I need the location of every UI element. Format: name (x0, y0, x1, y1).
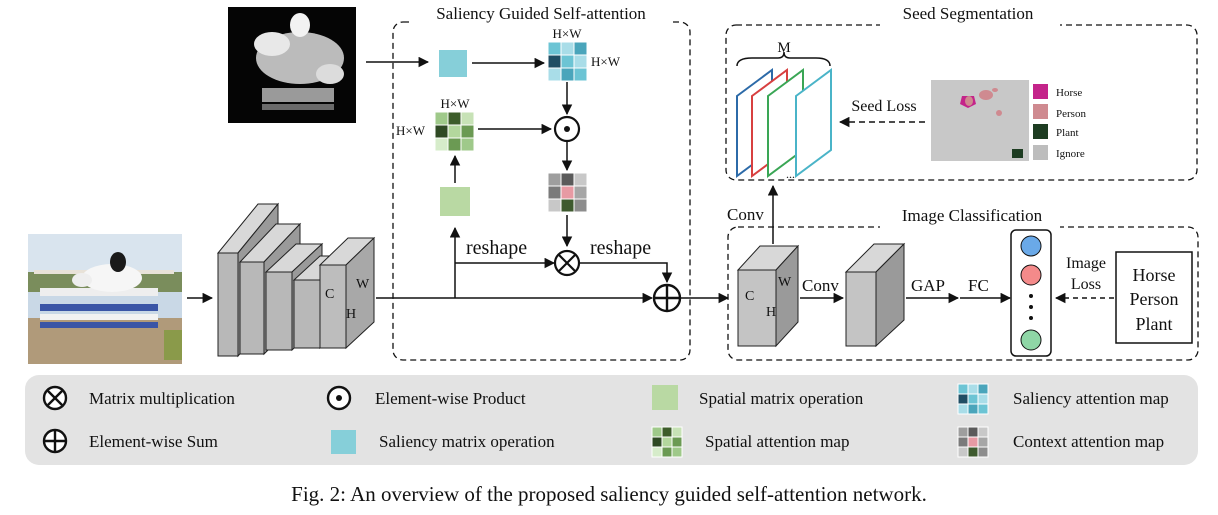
legend-label-elem-product: Element-wise Product (375, 389, 526, 408)
seed-map-image (931, 80, 1029, 161)
cls-dim-w: W (778, 275, 792, 290)
legend-odot-icon (326, 385, 352, 411)
image-loss-label-1: Image (1066, 255, 1106, 272)
legend-saliency-op-icon (331, 430, 356, 454)
seg-legend-swatch-person (1033, 104, 1048, 119)
legend-label-spatial-map: Spatial attention map (705, 432, 849, 451)
fc-label: FC (968, 276, 989, 295)
conv-label-seed: Conv (727, 205, 764, 224)
spatial-matrix-op (440, 187, 470, 216)
gap-label: GAP (911, 276, 945, 295)
hw-label-spatial-top: H×W (441, 96, 471, 111)
m-brace (736, 51, 831, 67)
seg-legend-ignore: Ignore (1056, 148, 1085, 160)
legend-label-spatial-op: Spatial matrix operation (699, 389, 864, 408)
backbone-network (216, 202, 376, 358)
reshape-label-right: reshape (590, 237, 651, 259)
seg-legend-person: Person (1056, 108, 1086, 120)
feature-map-ellipsis: ... (786, 167, 795, 181)
feature-maps (736, 68, 832, 178)
dim-w-label: W (356, 277, 370, 292)
saliency-matrix-op (439, 50, 467, 77)
legend-saliency-map-icon (957, 383, 989, 415)
m-label: M (777, 40, 790, 56)
hw-label-saliency-right: H×W (591, 54, 621, 69)
attention-module-title: Saliency Guided Self-attention (436, 4, 646, 23)
saliency-attention-map (547, 41, 588, 82)
legend-otimes-icon (42, 385, 68, 411)
cls-dim-h: H (766, 305, 776, 320)
legend-spatial-map-icon (651, 426, 683, 458)
dim-c-label: C (325, 287, 334, 302)
image-loss-label-2: Loss (1071, 276, 1101, 293)
legend-spatial-op-icon (652, 385, 678, 410)
seed-loss-label: Seed Loss (851, 98, 916, 115)
legend-oplus-icon (42, 428, 68, 454)
legend-context-map-icon (957, 426, 989, 458)
saliency-image (228, 7, 356, 123)
seg-legend-swatch-ignore (1033, 145, 1048, 160)
reshape-label-left: reshape (466, 237, 527, 259)
feature-block (736, 244, 800, 348)
seg-legend-swatch-plant (1033, 124, 1048, 139)
legend-panel (25, 375, 1198, 465)
legend-label-context-map: Context attention map (1013, 432, 1164, 451)
dim-h-label: H (346, 307, 356, 322)
class-label-person: Person (1130, 289, 1179, 309)
class-label-plant: Plant (1135, 314, 1172, 334)
conv-block (844, 242, 906, 348)
seg-legend-plant: Plant (1056, 127, 1079, 139)
hw-label-spatial-left: H×W (396, 123, 426, 138)
legend-label-elem-sum: Element-wise Sum (89, 432, 218, 451)
seg-legend: Horse Person Plant Ignore (1033, 84, 1086, 160)
legend-label-matrix-mult: Matrix multiplication (89, 389, 235, 408)
spatial-attention-map (434, 111, 475, 152)
figure-caption: Fig. 2: An overview of the proposed sali… (291, 482, 927, 506)
input-photo (28, 234, 182, 364)
hw-label-saliency-top: H×W (553, 26, 583, 41)
seg-legend-horse: Horse (1056, 87, 1082, 99)
legend-label-saliency-op: Saliency matrix operation (379, 432, 555, 451)
attention-module-box (392, 21, 691, 361)
context-attention-map (547, 172, 588, 213)
odot-icon (553, 115, 581, 143)
oplus-icon (652, 283, 682, 313)
otimes-icon (553, 249, 581, 277)
legend-label-saliency-map: Saliency attention map (1013, 389, 1169, 408)
class-label-horse: Horse (1133, 265, 1176, 285)
output-vector (1010, 229, 1052, 357)
classification-module-title: Image Classification (902, 206, 1043, 225)
class-label-box (1115, 251, 1193, 344)
conv-label-cls: Conv (802, 276, 839, 295)
cls-dim-c: C (745, 289, 754, 304)
seg-legend-swatch-horse (1033, 84, 1048, 99)
seed-module-title: Seed Segmentation (903, 4, 1034, 23)
